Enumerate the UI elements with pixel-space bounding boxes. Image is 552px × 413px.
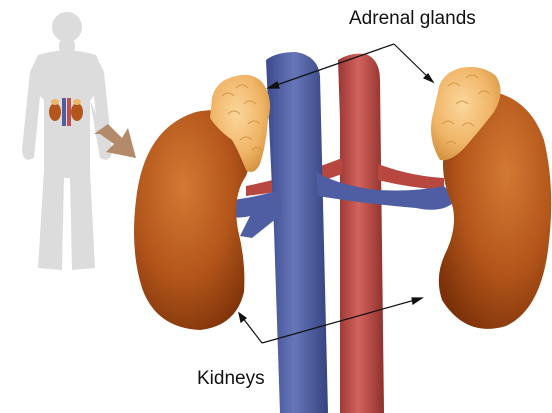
human-silhouette-icon <box>22 12 112 270</box>
renal-artery-right <box>378 164 444 190</box>
adrenal-glands-label: Adrenal glands <box>349 8 476 30</box>
kidney-leader-lines <box>239 298 422 343</box>
aorta <box>338 54 384 413</box>
kidneys-label: Kidneys <box>197 368 265 390</box>
vena-cava <box>266 52 328 413</box>
